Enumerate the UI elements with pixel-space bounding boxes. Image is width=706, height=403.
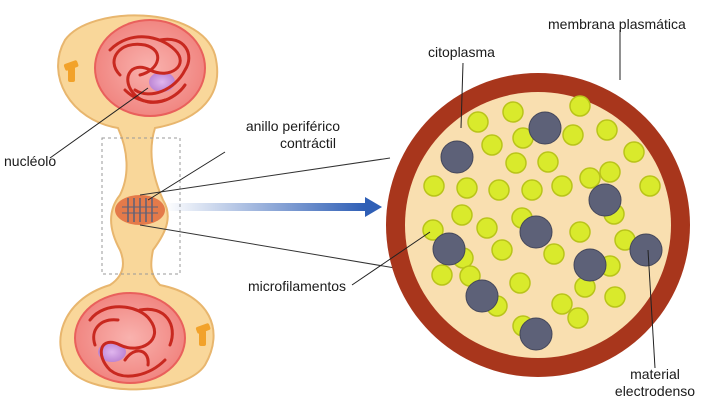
label-material-line2: electrodenso xyxy=(605,383,705,399)
microfilament-dot xyxy=(468,112,488,132)
microfilament-dot xyxy=(597,120,617,140)
microfilament-dot xyxy=(477,218,497,238)
microfilament-dot xyxy=(482,135,502,155)
microfilament-dot xyxy=(605,287,625,307)
label-microfilamentos: microfilamentos xyxy=(248,278,346,294)
microfilament-dot xyxy=(600,162,620,182)
microfilament-dot xyxy=(568,308,588,328)
microfilament-dot xyxy=(506,153,526,173)
contractile-ring xyxy=(115,195,165,225)
microfilament-dot xyxy=(432,265,452,285)
electrodense-dot xyxy=(529,112,561,144)
nucleus-bottom xyxy=(75,293,185,383)
electrodense-dot xyxy=(574,249,606,281)
microfilament-dot xyxy=(544,244,564,264)
microfilament-dot xyxy=(492,240,512,260)
electrodense-dot xyxy=(520,318,552,350)
microfilament-dot xyxy=(522,180,542,200)
microfilament-dot xyxy=(624,142,644,162)
microfilament-dot xyxy=(640,176,660,196)
label-anillo-line2: contráctil xyxy=(210,135,336,151)
microfilament-dot xyxy=(424,176,444,196)
zoom-line-lower xyxy=(140,225,395,268)
electrodense-dot xyxy=(520,216,552,248)
electrodense-dot xyxy=(433,233,465,265)
microfilament-dot xyxy=(510,273,530,293)
nucleus-top xyxy=(95,20,205,116)
cross-section xyxy=(386,73,690,377)
label-nucleolo: nucléolo xyxy=(4,153,56,169)
electrodense-dot xyxy=(589,184,621,216)
microfilament-dot xyxy=(489,180,509,200)
microfilament-dot xyxy=(552,294,572,314)
label-citoplasma: citoplasma xyxy=(428,44,495,60)
microfilament-dot xyxy=(538,152,558,172)
nucleolus-top xyxy=(149,72,175,92)
electrodense-dot xyxy=(441,141,473,173)
electrodense-dot xyxy=(630,234,662,266)
zoom-arrow xyxy=(165,197,382,217)
microfilament-dot xyxy=(570,222,590,242)
microfilament-dot xyxy=(570,96,590,116)
microfilament-dot xyxy=(452,205,472,225)
microfilament-dot xyxy=(563,125,583,145)
microfilament-dot xyxy=(503,102,523,122)
microfilament-dot xyxy=(552,176,572,196)
microfilament-dot xyxy=(457,178,477,198)
label-anillo-line1: anillo periférico xyxy=(210,118,340,134)
label-membrana: membrana plasmática xyxy=(548,16,686,32)
leader-anillo xyxy=(148,152,225,200)
microfilament-dot xyxy=(580,168,600,188)
electrodense-dot xyxy=(466,280,498,312)
label-material-line1: material xyxy=(605,366,705,382)
zoom-line-upper xyxy=(140,158,390,195)
